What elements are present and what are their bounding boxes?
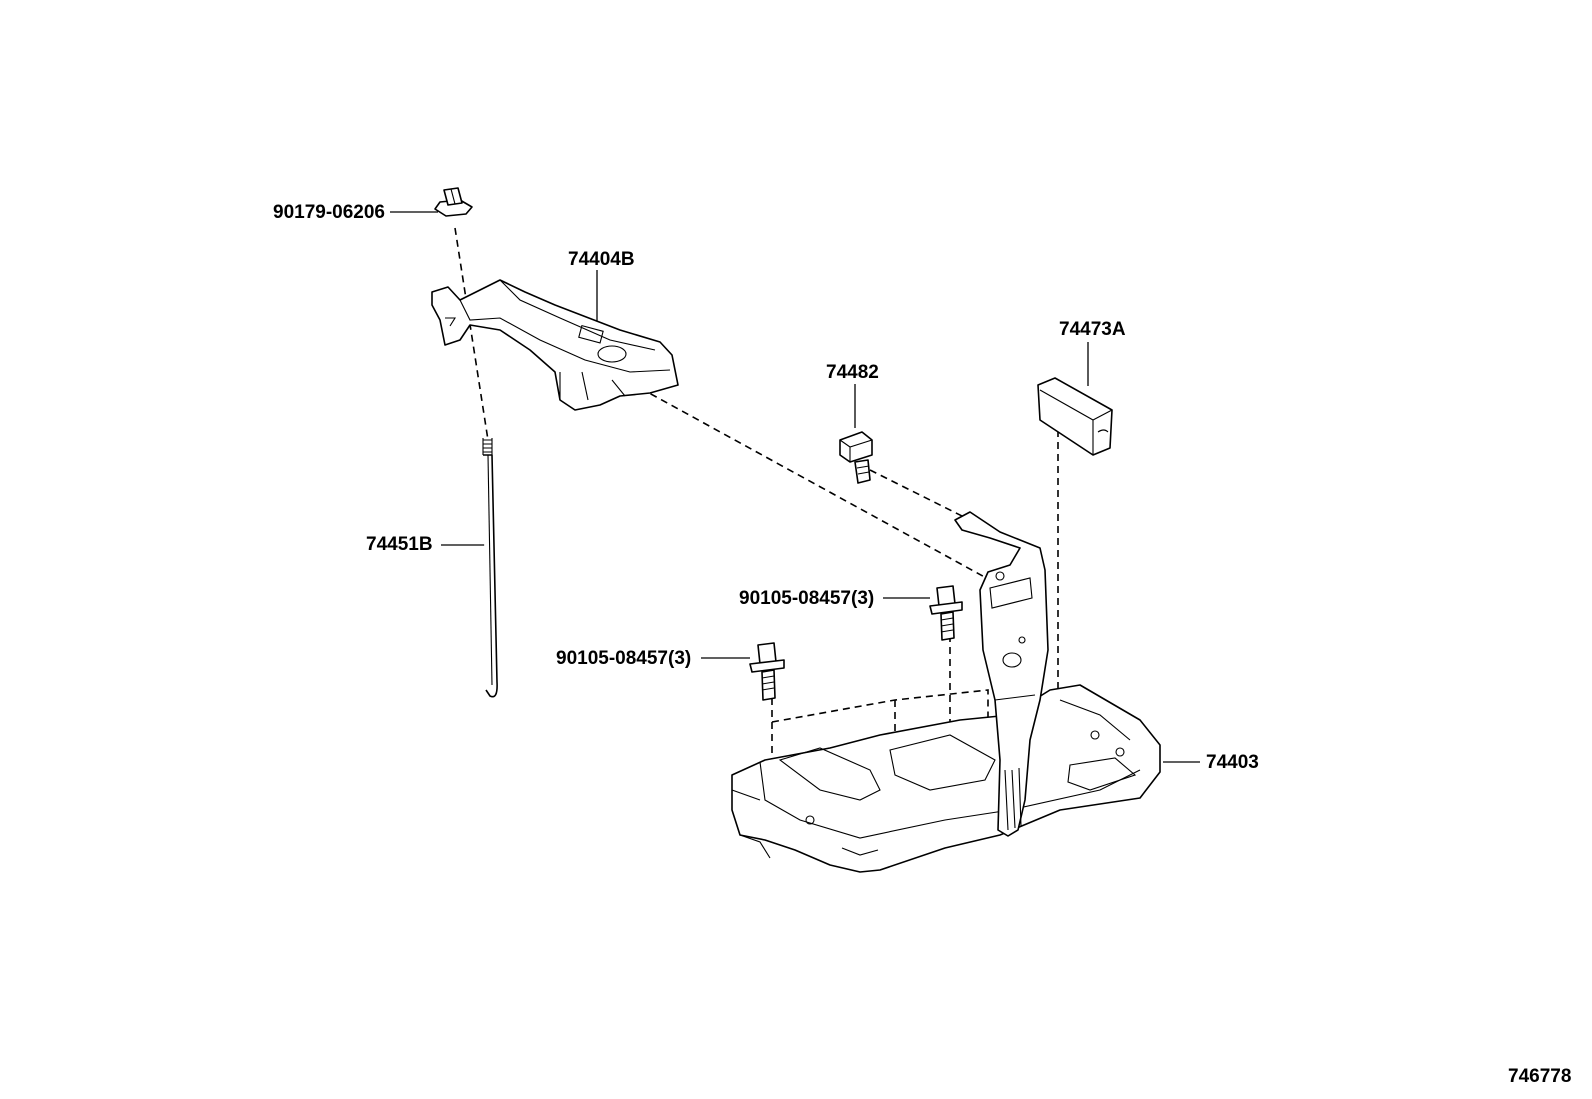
leader-lines xyxy=(390,211,1200,763)
bolt-90105-08457-low-shape[interactable] xyxy=(749,642,785,701)
bolt-90105-08457-mid-shape[interactable] xyxy=(929,585,963,641)
pad-74473a-shape[interactable] xyxy=(1037,377,1113,456)
callout-90105-08457-mid[interactable]: 90105-08457(3) xyxy=(739,588,874,609)
rod-74451b-shape[interactable] xyxy=(482,438,498,698)
callout-90179-06206[interactable]: 90179-06206 xyxy=(273,202,385,223)
callout-74403[interactable]: 74403 xyxy=(1206,752,1259,773)
clamp-74482-shape[interactable] xyxy=(839,431,873,484)
callout-74451b[interactable]: 74451B xyxy=(366,534,433,555)
callout-74473a[interactable]: 74473A xyxy=(1059,319,1126,340)
bracket-74404b-shape[interactable] xyxy=(431,279,679,411)
bolt-90179-06206-shape[interactable] xyxy=(434,187,473,217)
tray-74403-shape[interactable] xyxy=(731,511,1161,873)
callout-74482[interactable]: 74482 xyxy=(826,362,879,383)
figure-id: 746778 xyxy=(1508,1066,1571,1087)
callout-74404b[interactable]: 74404B xyxy=(568,249,635,270)
callout-90105-08457-low[interactable]: 90105-08457(3) xyxy=(556,648,691,669)
